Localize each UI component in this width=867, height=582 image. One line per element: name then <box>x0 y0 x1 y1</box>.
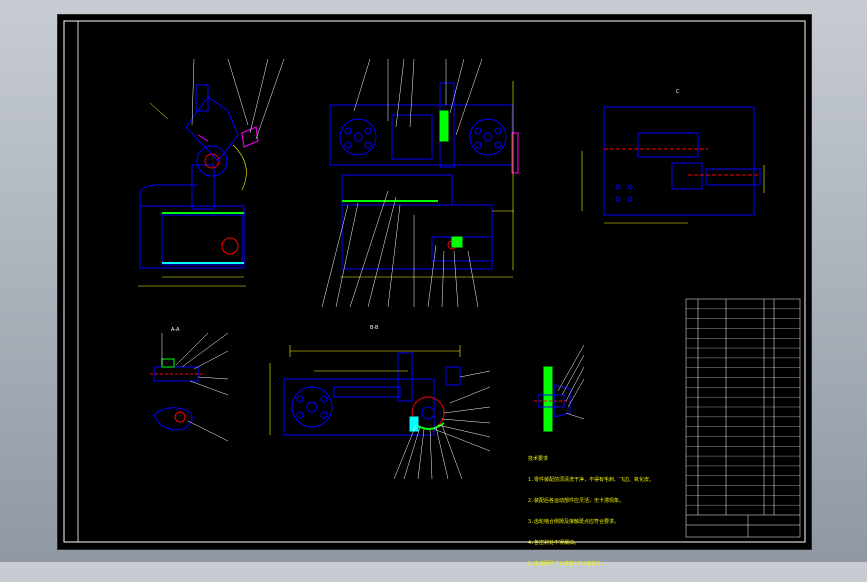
view-label-a: A-A <box>171 327 180 333</box>
section-a <box>150 358 204 431</box>
section-b <box>534 366 571 432</box>
section-b-leaders <box>557 344 585 420</box>
side-view <box>329 81 519 278</box>
sheet-inner-border <box>77 20 806 543</box>
parts-list <box>685 298 801 538</box>
notes-heading: 技术要求 <box>528 456 549 462</box>
notes-line: 3.齿轮啮合侧隙及接触斑点应符合要求。 <box>528 519 620 525</box>
front-view-leaders <box>149 58 285 140</box>
front-view <box>138 84 259 287</box>
parts-list-rows <box>686 308 800 506</box>
view-c <box>581 106 765 224</box>
notes-line: 2.装配后各运动部件应灵活，无卡滞现象。 <box>528 498 625 504</box>
top-view-leaders <box>393 370 491 480</box>
view-label-b: B-B <box>370 325 379 331</box>
top-view <box>269 345 461 436</box>
assembly-drawing <box>63 20 806 543</box>
technical-requirements: 技术要求 1.零件装配前须清洗干净，不得有毛刺、飞边、氧化皮。 2.装配后各运动… <box>528 442 678 582</box>
side-view-leaders <box>321 58 483 308</box>
sheet-outer-border <box>63 20 806 543</box>
notes-line: 5.未注明尺寸公差按IT12级加工。 <box>528 561 607 567</box>
view-label-c: C <box>676 89 680 95</box>
notes-line: 4.各密封处不得漏油。 <box>528 540 580 546</box>
notes-line: 1.零件装配前须清洗干净，不得有毛刺、飞边、氧化皮。 <box>528 477 655 483</box>
cad-viewport[interactable]: C A-A B-B 技术要求 1.零件装配前须清洗干净，不得有毛刺、飞边、氧化皮… <box>57 14 812 567</box>
section-a-leaders <box>161 332 229 442</box>
